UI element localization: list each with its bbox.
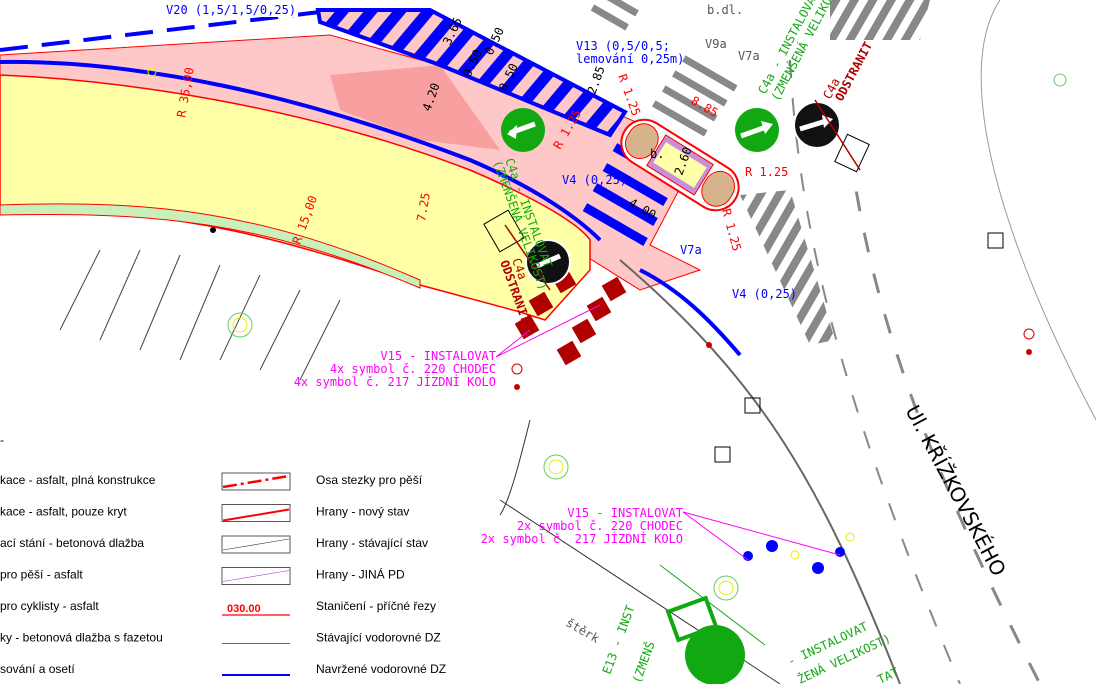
legend-dash: - bbox=[0, 433, 4, 447]
existing-crosswalk-topright bbox=[830, 0, 930, 40]
road-marking-v4-lower bbox=[639, 268, 742, 357]
label-b: b. bbox=[650, 147, 664, 161]
road-centerline bbox=[848, 149, 1042, 684]
dim-285: 2.85 bbox=[585, 64, 608, 96]
legend-right-label: Stávající vodorovné DZ bbox=[316, 631, 441, 645]
legend-row: ací stání - betonová dlažba Hrany - stáva… bbox=[0, 535, 428, 554]
path-edge-arc bbox=[499, 419, 531, 516]
legend-row: kace - asfalt, pouze kryt Hrany - nový st… bbox=[0, 504, 409, 522]
legend-row: sování a osetí Navržené vodorovné DZ bbox=[0, 662, 446, 676]
label-v15-b-2: 2x symbol č. 220 CHODEC bbox=[517, 519, 683, 533]
legend-left-label: pro pěší - asfalt bbox=[0, 568, 83, 582]
hatched-island bbox=[315, 8, 628, 138]
green-strip bbox=[0, 203, 421, 289]
label-e13: E13 - INST bbox=[600, 603, 638, 676]
legend-row: ky - betonová dlažba s fazetou Stávající … bbox=[0, 631, 441, 645]
legend-station-sample: 030.00 bbox=[227, 603, 261, 615]
legend-left-label: pro cyklisty - asfalt bbox=[0, 599, 99, 613]
legend-left-label: ací stání - betonová dlažba bbox=[0, 536, 144, 550]
dim-725: 7.25 bbox=[414, 192, 433, 223]
legend-right-label: Osa stezky pro pěší bbox=[316, 473, 423, 487]
label-c4a-remove-right-2: ODSTRANIT bbox=[832, 39, 875, 103]
legend-right-label: Hrany - stávající stav bbox=[316, 536, 428, 550]
label-v4-lower: V4 (0,25) bbox=[732, 287, 797, 301]
legend-row: kace - asfalt, plná konstrukce Osa stezky… bbox=[0, 472, 423, 491]
label-bottom-1: (ZMENŠ bbox=[629, 639, 658, 684]
pedestrian-area-dark bbox=[330, 65, 500, 150]
label-v7a-top: V7a bbox=[738, 49, 760, 63]
dim-r125d: R 1.25 bbox=[719, 207, 744, 253]
label-v15-b-1: V15 - INSTALOVAT bbox=[567, 506, 683, 520]
label-bottom-4: TAT bbox=[875, 665, 901, 684]
label-v7a-mid: V7a bbox=[680, 243, 702, 257]
sign-c4a-install-right bbox=[735, 108, 779, 152]
legend-line-sample bbox=[221, 504, 291, 522]
legend-right-label: Hrany - nový stav bbox=[316, 505, 409, 519]
legend-right-label: Staničení - příčné řezy bbox=[316, 599, 436, 613]
dim-r125c: R 1.25 bbox=[745, 165, 788, 179]
label-v15-b-3: 2x symbol č. 217 JÍZDNÍ KOLO bbox=[481, 531, 683, 546]
existing-crosswalk-top bbox=[590, 0, 738, 137]
street-name: Ul. KŘÍŽKOVSKÉHO bbox=[901, 401, 1011, 580]
legend: - kace - asfalt, plná konstrukce Osa stez… bbox=[0, 433, 446, 676]
legend-right-label: Navržené vodorovné DZ bbox=[316, 662, 446, 676]
road-edge bbox=[619, 259, 901, 684]
sign-c4a-remove-left bbox=[483, 209, 571, 291]
label-sterk: štěrk bbox=[564, 615, 603, 646]
lamp-symbols bbox=[210, 73, 1067, 390]
label-v15-a-1: V15 - INSTALOVAT bbox=[380, 349, 496, 363]
manholes bbox=[714, 232, 1004, 463]
label-v13-2: lemování 0,25m) bbox=[576, 52, 684, 66]
label-v13-1: V13 (0,5/0,5; bbox=[576, 39, 670, 53]
label-v20-backing bbox=[164, 2, 298, 17]
road-edge-far bbox=[980, 0, 1096, 421]
legend-line-sample bbox=[221, 567, 291, 585]
legend-line-sample bbox=[221, 535, 291, 554]
v15-symbols bbox=[514, 268, 627, 366]
tree-symbols bbox=[147, 67, 855, 601]
sign-bottom-green bbox=[659, 564, 766, 684]
sign-c4a-remove-right bbox=[793, 99, 870, 173]
road-marking-v4 bbox=[0, 59, 602, 242]
road-marking-v20 bbox=[0, 10, 321, 52]
legend-left-label: kace - asfalt, pouze kryt bbox=[0, 505, 127, 519]
legend-left-label: ky - betonová dlažba s fazetou bbox=[0, 631, 163, 645]
blue-symbols bbox=[743, 540, 845, 574]
label-c4a-remove-left-1: C4a bbox=[509, 256, 530, 281]
label-v4-upper: V4 (0,25) bbox=[562, 173, 627, 187]
legend-left-label: kace - asfalt, plná konstrukce bbox=[0, 473, 156, 487]
parking-lines bbox=[59, 249, 341, 381]
label-bdl: b.dl. bbox=[707, 3, 743, 17]
legend-row: pro cyklisty - asfalt 030.00 Staničení - p… bbox=[0, 599, 436, 616]
refuge-island bbox=[620, 118, 740, 212]
legend-line-sample bbox=[221, 472, 291, 491]
label-v15-a-3: 4x symbol č. 217 JÍZDNÍ KOLO bbox=[294, 374, 496, 389]
legend-right-label: Hrany - JINÁ PD bbox=[316, 567, 405, 582]
existing-crosswalk-right bbox=[740, 190, 835, 345]
road-lane-line bbox=[789, 59, 961, 684]
label-v15-a-2: 4x symbol č. 220 CHODEC bbox=[330, 362, 496, 376]
label-v20: V20 (1,5/1,5/0,25) bbox=[166, 3, 296, 17]
legend-left-label: sování a osetí bbox=[0, 662, 75, 676]
legend-row: pro pěší - asfalt Hrany - JINÁ PD bbox=[0, 567, 405, 585]
label-v9a: V9a bbox=[705, 37, 727, 51]
sign-c4a-install-left bbox=[501, 108, 545, 152]
